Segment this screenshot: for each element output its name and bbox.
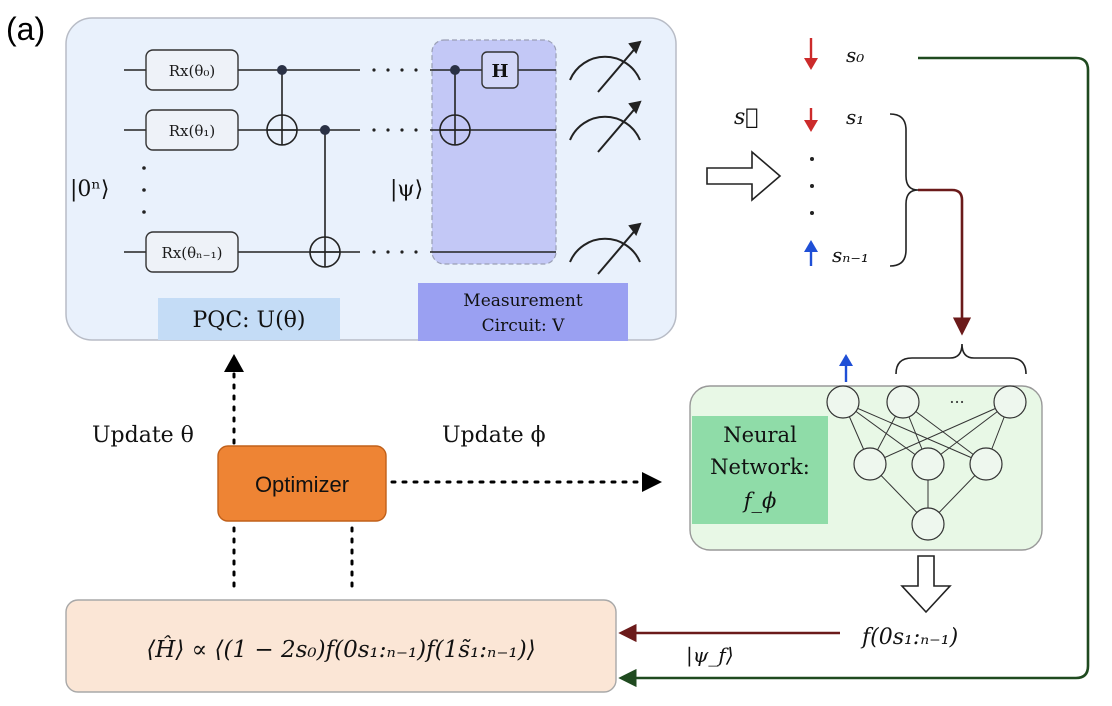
nn-input-brace — [895, 343, 1027, 375]
meter-icon-1 — [569, 100, 642, 153]
rx-gate-1: Rx(θ₁) — [145, 109, 239, 151]
measurement-label-box — [418, 283, 628, 341]
nn-label-line2: Network: — [710, 455, 810, 479]
update-phi-arrowhead — [642, 472, 662, 492]
psi-state-label: |ψ⟩ — [390, 177, 423, 202]
energy-expression: ⟨Ĥ⟩ ∝ ⟨(1 − 2s₀)f(0s₁:ₙ₋₁)f(1s̃₁:ₙ₋₁)⟩ — [146, 636, 535, 663]
pqc-label-box — [158, 298, 340, 340]
nn-label-line3: f_ϕ — [742, 489, 777, 513]
psi-f-label: |ψ_f⟩ — [686, 643, 734, 668]
rx-gate-n-1: Rx(θₙ₋₁) — [145, 231, 239, 273]
optimizer-label: Optimizer — [255, 472, 349, 497]
spin-down-arrow-1 — [804, 108, 818, 132]
input-state-label: |0ⁿ⟩ — [70, 177, 110, 202]
sample-sn1: sₙ₋₁ — [832, 243, 869, 267]
qubit-ellipsis-dots — [142, 166, 146, 214]
sample-s1: s₁ — [846, 105, 864, 129]
nn-neurons — [826, 385, 1027, 541]
spin-down-arrow-0 — [804, 38, 818, 70]
wire-dots — [372, 68, 418, 254]
measurement-label-line2: Circuit: V — [482, 316, 565, 336]
nn-output-hollow-arrow — [900, 555, 952, 614]
hadamard-gate: H — [481, 51, 519, 89]
nn-label-box — [692, 416, 828, 524]
measurement-label-line1: Measurement — [463, 291, 583, 311]
svg-text:Rx(θ₀): Rx(θ₀) — [169, 62, 216, 80]
sample-s0: s₀ — [846, 43, 864, 67]
nn-spin-up-arrow — [839, 354, 853, 382]
panel-label: (a) — [6, 11, 45, 47]
sample-vector-label: s⃗ — [734, 105, 759, 130]
green-arrow-s0-to-energy — [618, 56, 1090, 688]
update-theta-label: Update θ — [92, 423, 194, 448]
svg-text:Rx(θ₁): Rx(θ₁) — [169, 122, 216, 140]
nn-ellipsis: ... — [949, 388, 964, 407]
cnot-gate-1 — [266, 65, 298, 146]
meter-icon-n-1 — [569, 222, 642, 275]
energy-box — [65, 599, 617, 693]
svg-text:Rx(θₙ₋₁): Rx(θₙ₋₁) — [162, 244, 223, 262]
measurement-cnot — [439, 65, 471, 146]
update-phi-label: Update ϕ — [442, 423, 546, 448]
nn-label-line1: Neural — [723, 423, 797, 447]
optimizer-box — [217, 445, 387, 522]
samples-hollow-arrow — [706, 150, 782, 202]
sample-vertical-dots — [810, 157, 814, 215]
measurement-region — [431, 39, 557, 265]
maroon-arrow-to-nn — [918, 188, 972, 336]
spin-up-arrow-n-1 — [804, 240, 818, 266]
meter-icon-0 — [569, 40, 642, 93]
nn-output-label: f(0s₁:ₙ₋₁) — [860, 625, 958, 650]
update-theta-arrowhead — [224, 354, 244, 372]
svg-text:H: H — [491, 61, 508, 82]
sample-brace — [889, 113, 919, 267]
rx-gate-0: Rx(θ₀) — [145, 49, 239, 91]
pqc-label: PQC: U(θ) — [192, 308, 305, 333]
cnot-gate-2 — [309, 125, 341, 268]
